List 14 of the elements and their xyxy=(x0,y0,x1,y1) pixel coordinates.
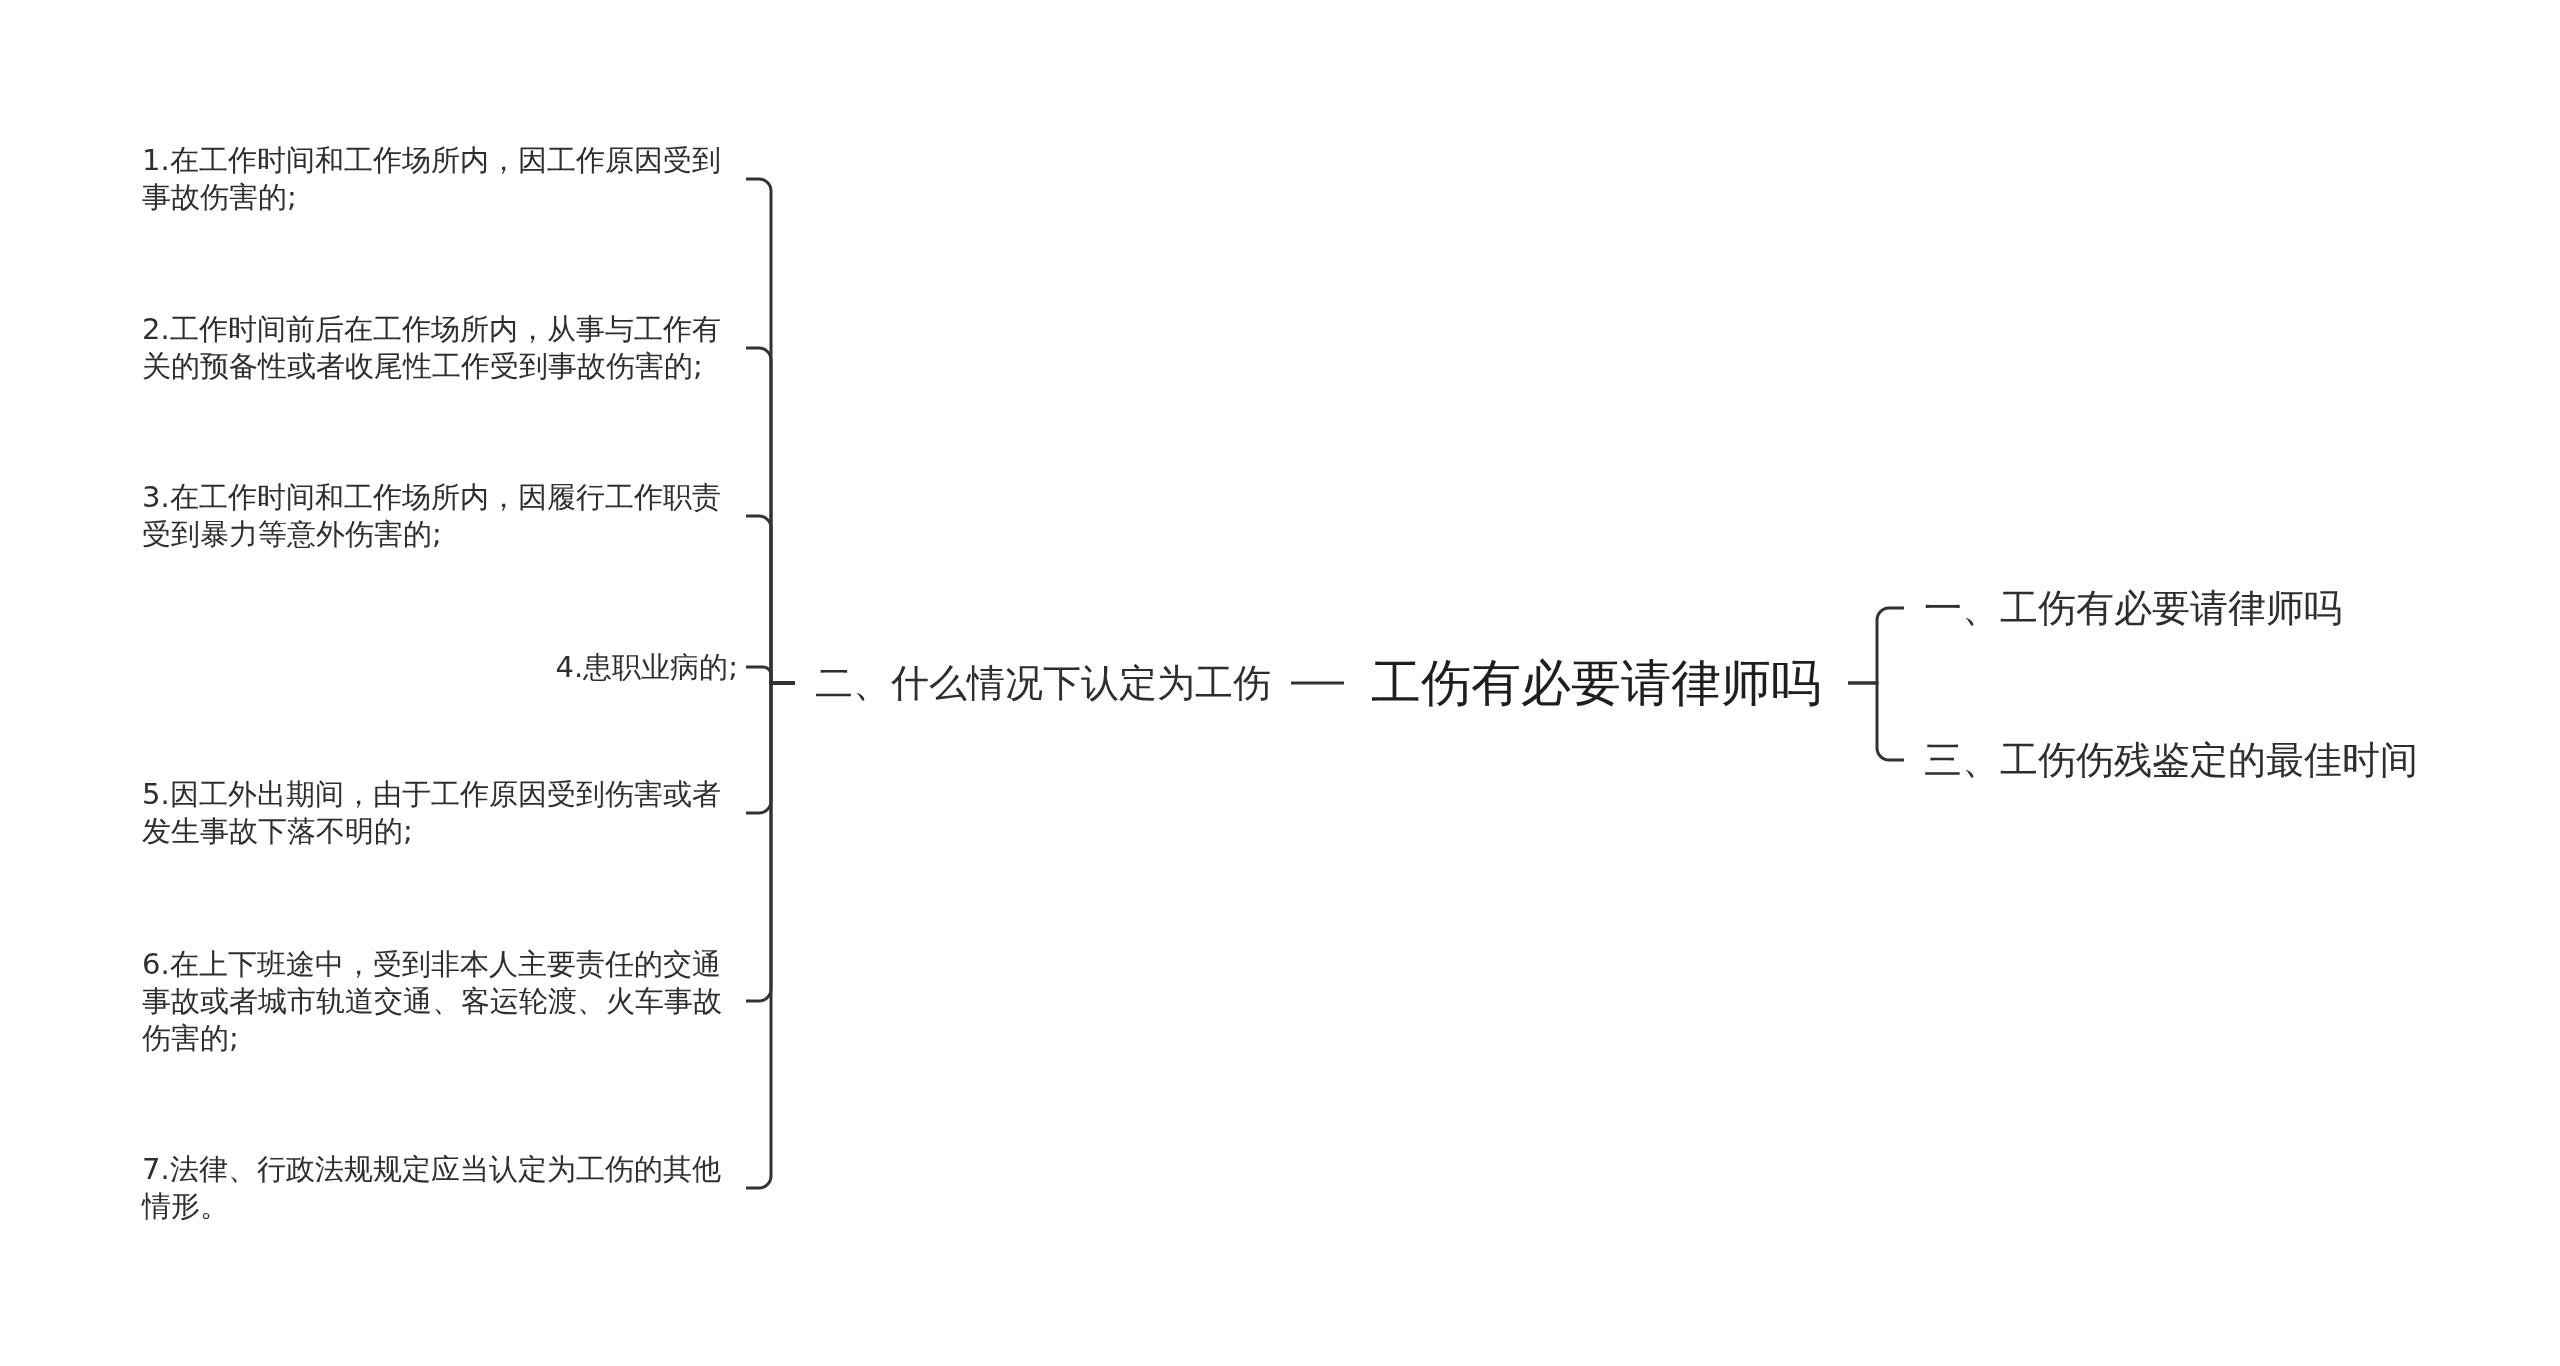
sub-topic: 7.法律、行政法规规定应当认定为工伤的其他情形。 xyxy=(136,1147,746,1229)
sub-topic: 2.工作时间前后在工作场所内，从事与工作有关的预备性或者收尾性工作受到事故伤害的; xyxy=(136,307,746,389)
connector-line xyxy=(1291,681,1344,685)
sub-topic: 3.在工作时间和工作场所内，因履行工作职责受到暴力等意外伤害的; xyxy=(136,475,746,557)
sub-topic: 5.因工外出期间，由于工作原因受到伤害或者发生事故下落不明的; xyxy=(136,772,746,854)
branch-topic: 三、工伤伤残鉴定的最佳时间 xyxy=(1904,732,2438,788)
connector-line xyxy=(746,681,795,1190)
sub-topic: 1.在工作时间和工作场所内，因工作原因受到事故伤害的; xyxy=(136,138,746,220)
sub-topic: 6.在上下班途中，受到非本人主要责任的交通事故或者城市轨道交通、客运轮渡、火车事故伤害的; xyxy=(136,941,746,1061)
central-topic: 工伤有必要请律师吗 xyxy=(1344,648,1848,718)
branch-topic: 一、工伤有必要请律师吗 xyxy=(1904,580,2362,636)
connector-line xyxy=(1848,681,1904,762)
branch-topic: 二、什么情况下认定为工伤 xyxy=(795,655,1291,711)
sub-topic: 4.患职业病的; xyxy=(549,644,746,690)
